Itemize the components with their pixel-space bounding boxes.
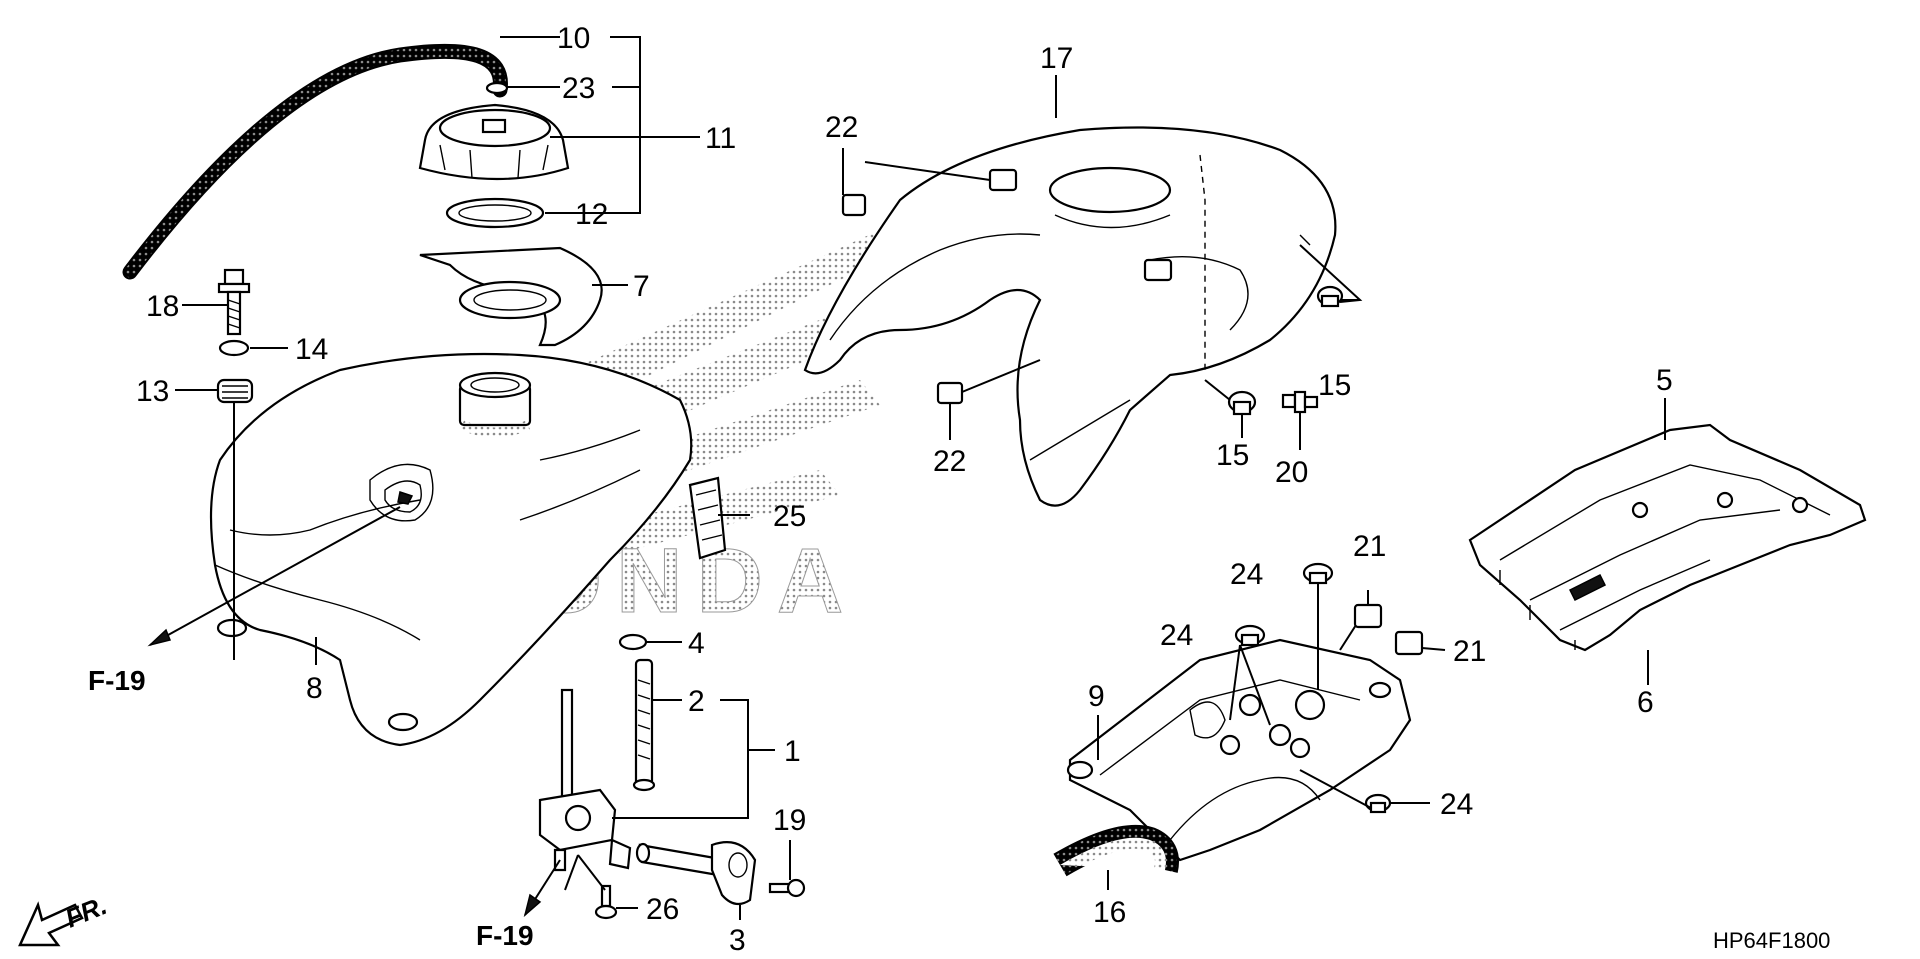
label-22-lower: 22 xyxy=(933,445,966,478)
label-16: 16 xyxy=(1093,896,1126,929)
part-23-clip xyxy=(485,81,509,95)
part-number-labels: 10 23 11 12 7 18 14 13 8 25 4 2 1 19 26 … xyxy=(136,22,1673,957)
label-15-right: 15 xyxy=(1318,369,1351,402)
part-18-bolt xyxy=(217,268,251,336)
label-1: 1 xyxy=(784,735,801,768)
label-17: 17 xyxy=(1040,42,1073,75)
part-24-grommet-top xyxy=(1302,562,1334,585)
part-19-screw xyxy=(768,878,806,898)
label-8: 8 xyxy=(306,672,323,705)
label-22-upper: 22 xyxy=(825,111,858,144)
front-direction-marker: FR. xyxy=(18,890,111,947)
part-11-fuel-cap xyxy=(418,103,570,181)
part-21-clip-upper xyxy=(1353,603,1383,629)
label-12: 12 xyxy=(575,198,608,231)
part-15-grommet-right xyxy=(1316,285,1344,308)
label-20: 20 xyxy=(1275,456,1308,489)
part-3-valve-lever xyxy=(635,841,757,906)
label-3: 3 xyxy=(729,924,746,957)
part-7-splash-guard xyxy=(419,246,603,347)
label-9: 9 xyxy=(1088,680,1105,713)
part-26-screw xyxy=(594,884,618,920)
part-17-tank-cover xyxy=(803,126,1337,507)
label-25: 25 xyxy=(773,500,806,533)
part-5-6-under-cover xyxy=(1468,423,1867,652)
part-13-rubber-mount xyxy=(216,378,254,404)
part-21-clip-lower xyxy=(1394,630,1424,656)
label-2: 2 xyxy=(688,685,705,718)
part-9-battery-case xyxy=(1066,638,1412,862)
label-26: 26 xyxy=(646,893,679,926)
part-22-clip-upper xyxy=(841,193,867,217)
diagram-code: HP64F1800 xyxy=(1713,928,1830,953)
part-25-heat-guard xyxy=(688,476,727,560)
label-11: 11 xyxy=(705,122,736,155)
label-18: 18 xyxy=(146,290,179,323)
ref-f19-bottom: F-19 xyxy=(476,920,534,951)
part-2-fuel-filter xyxy=(632,658,656,792)
leader-lines xyxy=(147,36,1666,920)
front-marker-text: FR. xyxy=(61,890,111,934)
label-21-upper: 21 xyxy=(1353,530,1386,563)
label-19: 19 xyxy=(773,804,806,837)
label-15-lower: 15 xyxy=(1216,439,1249,472)
ref-f19-left: F-19 xyxy=(88,665,146,696)
part-14-washer xyxy=(218,339,250,357)
label-21-lower: 21 xyxy=(1453,635,1486,668)
part-1-fuel-valve xyxy=(538,688,632,872)
label-24-top: 24 xyxy=(1230,558,1263,591)
label-23: 23 xyxy=(562,72,595,105)
part-12-gasket xyxy=(445,197,545,229)
part-8-fuel-tank xyxy=(209,352,693,747)
part-20-bolt xyxy=(1281,390,1319,414)
part-22-clip-lower xyxy=(936,381,964,405)
part-15-grommet-lower xyxy=(1227,390,1257,416)
label-7: 7 xyxy=(633,270,650,303)
label-5: 5 xyxy=(1656,364,1673,397)
label-6: 6 xyxy=(1637,686,1654,719)
label-4: 4 xyxy=(688,627,705,660)
part-10-breather-hose xyxy=(122,43,508,280)
label-24-left: 24 xyxy=(1160,619,1193,652)
part-16-drain-tube xyxy=(1053,824,1179,877)
part-24-grommet-left xyxy=(1234,624,1266,647)
label-10: 10 xyxy=(557,22,590,55)
part-4-washer xyxy=(618,633,648,651)
part-24-grommet-bottom xyxy=(1364,793,1392,814)
label-14: 14 xyxy=(295,333,328,366)
label-24-bottom: 24 xyxy=(1440,788,1473,821)
label-13: 13 xyxy=(136,375,169,408)
